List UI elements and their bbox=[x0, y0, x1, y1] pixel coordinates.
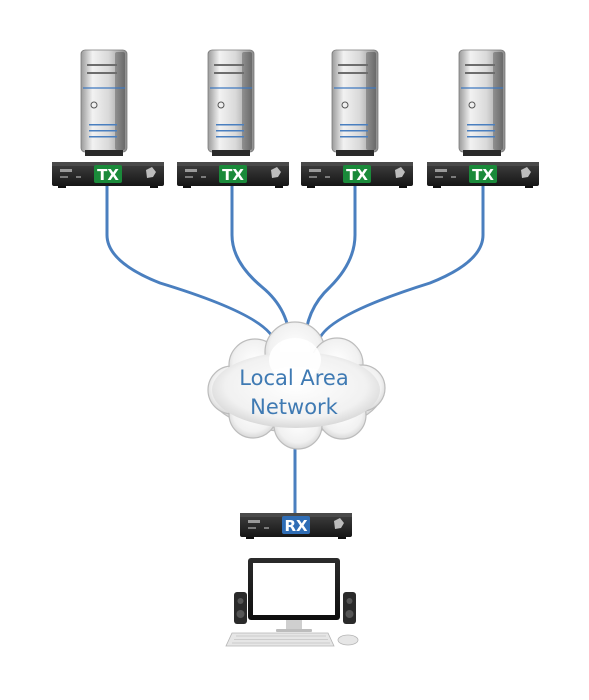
lan-cloud: Local Area Network bbox=[207, 321, 386, 450]
keyboard bbox=[225, 632, 335, 647]
computer-tower-2 bbox=[207, 49, 255, 156]
speaker-left bbox=[234, 592, 247, 624]
tx-label-2: TX bbox=[222, 166, 244, 184]
tx-badge-3 bbox=[343, 165, 371, 183]
mouse bbox=[337, 634, 359, 646]
computer-tower-3 bbox=[331, 49, 379, 156]
cable-tx2 bbox=[230, 183, 292, 347]
tx-badge-1 bbox=[94, 165, 122, 183]
tx-unit-1: TX bbox=[52, 162, 164, 188]
tx-unit-3: TX bbox=[301, 162, 413, 188]
rx-label: RX bbox=[284, 517, 308, 535]
workstation bbox=[225, 558, 359, 647]
cloud-label-line1: Local Area bbox=[239, 366, 348, 390]
network-cables bbox=[105, 183, 485, 517]
cable-tx3 bbox=[303, 183, 357, 347]
cloud-label-line2: Network bbox=[250, 395, 339, 419]
cable-tx1 bbox=[105, 183, 277, 347]
tx-label-4: TX bbox=[472, 166, 494, 184]
cable-tx4 bbox=[316, 183, 485, 347]
tx-unit-2: TX bbox=[177, 162, 289, 188]
computer-tower-4 bbox=[458, 49, 506, 156]
tx-badge-2 bbox=[219, 165, 247, 183]
monitor bbox=[248, 558, 340, 632]
speaker-right bbox=[343, 592, 356, 624]
tx-badge-4 bbox=[469, 165, 497, 183]
tx-label-3: TX bbox=[346, 166, 368, 184]
rx-unit: RX bbox=[240, 513, 352, 539]
rx-badge bbox=[282, 516, 310, 534]
tx-label-1: TX bbox=[97, 166, 119, 184]
computer-tower-1 bbox=[80, 49, 128, 156]
tx-unit-4: TX bbox=[427, 162, 539, 188]
